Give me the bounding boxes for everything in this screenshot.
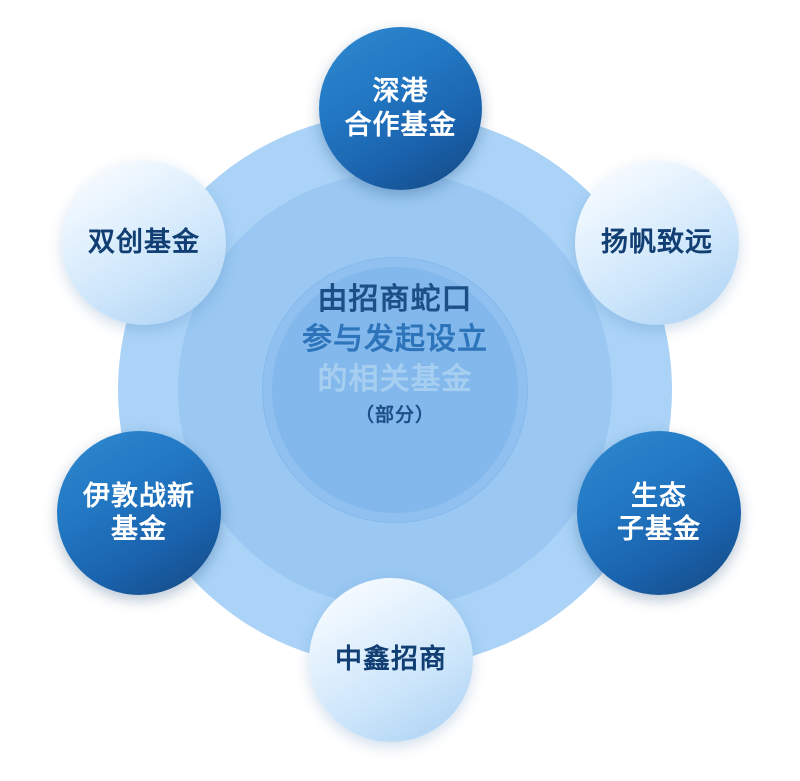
node-zhongxin-zhaoshang[interactable]: 中鑫招商 — [309, 578, 473, 742]
node-ecology-subfund[interactable]: 生态 子基金 — [577, 431, 741, 595]
node-label: 伊敦战新 基金 — [83, 480, 195, 544]
node-label: 双创基金 — [88, 227, 200, 258]
core-disc — [272, 267, 518, 513]
node-shenzhen-hongkong-fund[interactable]: 深港 合作基金 — [319, 27, 482, 190]
node-label: 生态 子基金 — [617, 480, 701, 544]
node-yidun-strategic-fund[interactable]: 伊敦战新 基金 — [57, 431, 221, 595]
node-label: 深港 合作基金 — [344, 76, 457, 140]
node-yangfan-zhiyuan[interactable]: 扬帆致远 — [575, 161, 739, 325]
node-innovation-fund[interactable]: 双创基金 — [62, 161, 226, 325]
node-label: 中鑫招商 — [335, 644, 447, 675]
node-label: 扬帆致远 — [601, 227, 713, 258]
